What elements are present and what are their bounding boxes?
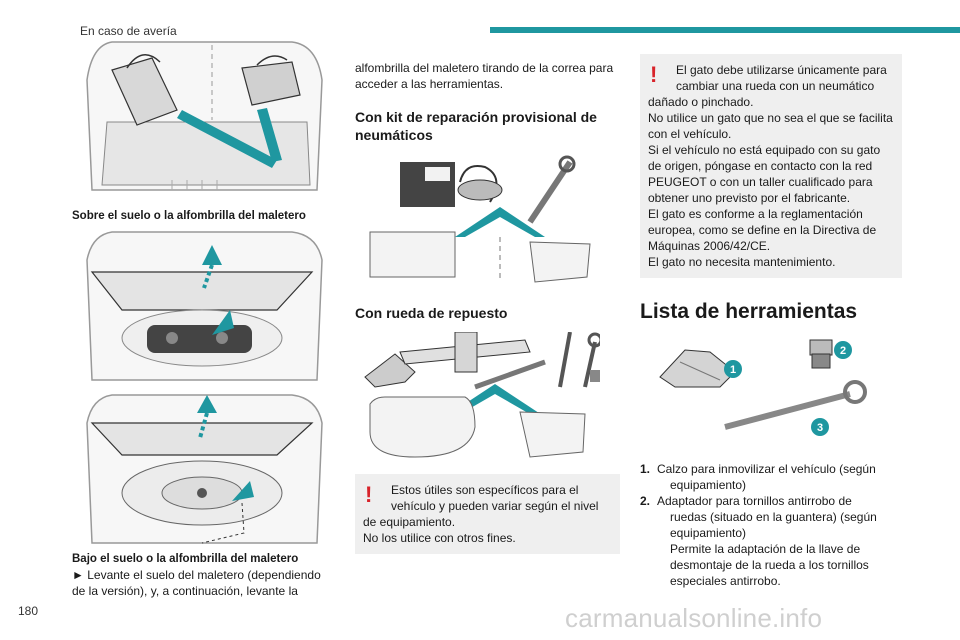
heading-repair-kit-line-1: Con kit de reparación provisional de — [355, 109, 597, 125]
warning-line-4: No los utilice con otros fines. — [363, 531, 516, 545]
list-item-1-line-2: equipamiento) — [670, 478, 747, 492]
list-item-2-line-4: Permite la adaptación de la llave de — [670, 542, 861, 556]
jack-warning-line-3: dañado o pinchado. — [648, 95, 754, 109]
jack-warning-line-6: Si el vehículo no está equipado con su g… — [648, 143, 881, 157]
under-floor-toolbox-illustration — [86, 231, 323, 381]
jack-warning-line-8: PEUGEOT o con un taller cualificado para — [648, 175, 873, 189]
jack-warning-line-9: obtener uno previsto por el fabricante. — [648, 191, 851, 205]
column-2: alfombrilla del maletero tirando de la c… — [355, 40, 620, 554]
spare-wheel-tools-illustration — [364, 332, 600, 458]
list-item: 1. Calzo para inmovilizar el vehículo (s… — [640, 461, 902, 493]
repair-kit-illustration — [369, 155, 591, 283]
jack-warning-line-12: Máquinas 2006/42/CE. — [648, 239, 771, 253]
jack-warning-line-13: El gato no necesita mantenimiento. — [648, 255, 836, 269]
trunk-floor-bags-illustration — [86, 41, 323, 191]
jack-warning-line-11: europea, como se define en la Directiva … — [648, 223, 877, 237]
list-item-2-line-5: desmontaje de la rueda a los tornillos — [670, 558, 869, 572]
tool-list-illustration: 1 2 3 — [659, 339, 867, 436]
warning-jack-usage: ! El gato debe utilizarse únicamente par… — [640, 54, 902, 278]
jack-warning-line-10: El gato es conforme a la reglamentación — [648, 207, 863, 221]
list-number: 1. — [640, 462, 651, 476]
watermark: carmanualsonline.info — [565, 603, 823, 633]
list-item-2-line-2: ruedas (situado en la guantera) (según — [670, 510, 877, 524]
jack-warning-line-5: con el vehículo. — [648, 127, 732, 141]
step-line-2: de la versión), y, a continuación, levan… — [72, 584, 298, 598]
tool-list: 1. Calzo para inmovilizar el vehículo (s… — [640, 461, 902, 589]
badge-2: 2 — [840, 345, 846, 357]
header-accent-bar — [490, 27, 960, 33]
list-item-2-line-1: Adaptador para tornillos antirrobo de — [657, 494, 852, 508]
jack-warning-line-7: de origen, póngase en contacto con la re… — [648, 159, 873, 173]
list-item-2-line-6: especiales antirrobo. — [670, 574, 781, 588]
jack-warning-line-1: El gato debe utilizarse únicamente para — [676, 63, 887, 77]
header-title: En caso de avería — [80, 24, 177, 38]
column-1: Sobre el suelo o la alfombrilla del male… — [72, 40, 334, 599]
warning-line-3: de equipamiento. — [363, 515, 456, 529]
para-line-2: acceder a las herramientas. — [355, 77, 504, 91]
page-number: 180 — [18, 604, 39, 618]
warning-icon: ! — [650, 62, 658, 87]
warning-icon: ! — [365, 482, 373, 507]
para-line-1: alfombrilla del maletero tirando de la c… — [355, 61, 614, 75]
list-item-1-line-1: Calzo para inmovilizar el vehículo (segú… — [657, 462, 876, 476]
badge-1: 1 — [730, 364, 736, 376]
column-3: ! El gato debe utilizarse únicamente par… — [640, 40, 902, 589]
badge-3: 3 — [817, 422, 823, 434]
continuation-paragraph: alfombrilla del maletero tirando de la c… — [355, 60, 620, 92]
heading-repair-kit: Con kit de reparación provisional de neu… — [355, 108, 620, 144]
warning-line-1: Estos útiles son específicos para el — [391, 483, 579, 497]
step-marker: ► — [72, 568, 84, 582]
list-item: 2. Adaptador para tornillos antirrobo de… — [640, 493, 902, 589]
heading-spare-wheel: Con rueda de repuesto — [355, 305, 508, 321]
list-number: 2. — [640, 494, 651, 508]
list-item-2-line-3: equipamiento) — [670, 526, 747, 540]
jack-warning-line-4: No utilice un gato que no sea el que se … — [648, 111, 893, 125]
caption-under-floor: Bajo el suelo o la alfombrilla del malet… — [72, 553, 299, 565]
step-line-1: Levante el suelo del maletero (dependien… — [87, 568, 321, 582]
step-instruction: ► Levante el suelo del maletero (dependi… — [72, 567, 334, 599]
warning-tools-specific: ! Estos útiles son específicos para el v… — [355, 474, 620, 554]
heading-repair-kit-line-2: neumáticos — [355, 127, 433, 143]
caption-trunk-floor: Sobre el suelo o la alfombrilla del male… — [72, 210, 306, 222]
warning-line-2: vehículo y pueden variar según el nivel — [391, 499, 599, 513]
spare-wheel-illustration — [86, 394, 323, 544]
jack-warning-line-2: cambiar una rueda con un neumático — [676, 79, 875, 93]
heading-tool-list: Lista de herramientas — [640, 300, 858, 323]
